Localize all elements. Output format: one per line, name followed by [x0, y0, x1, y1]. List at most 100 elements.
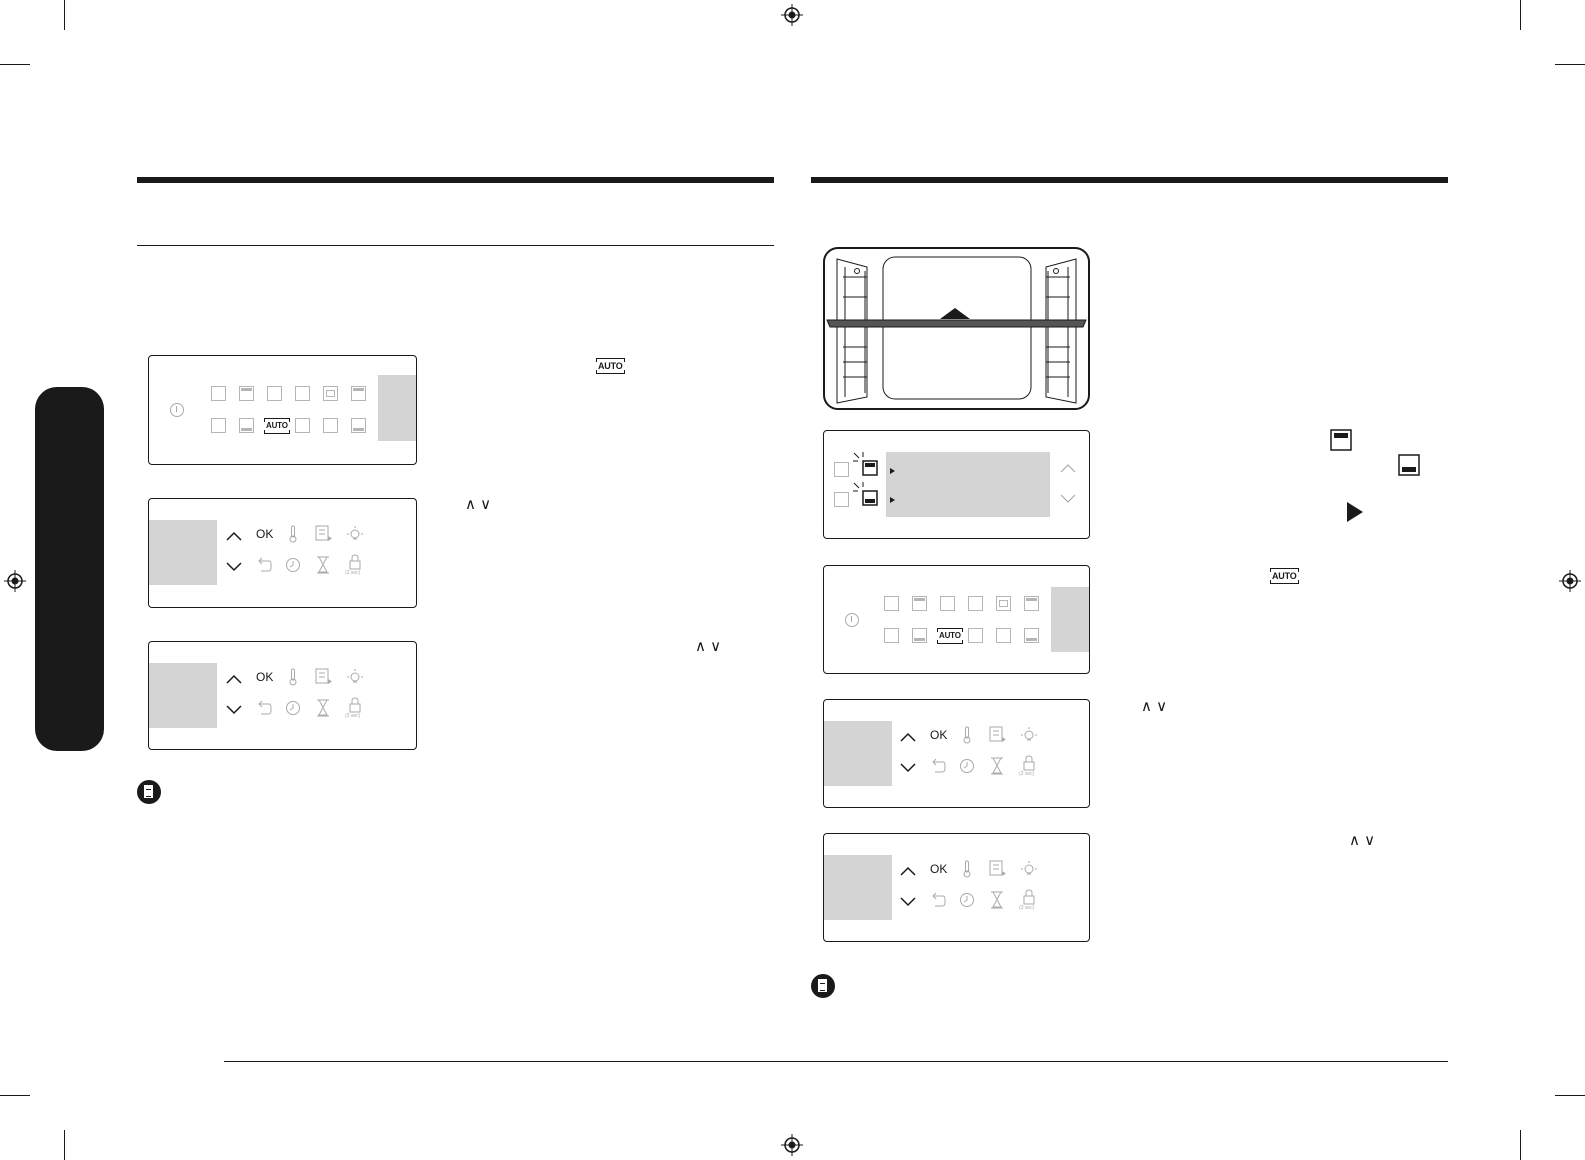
mode-recipe-icon[interactable] — [295, 418, 310, 433]
hourglass-icon[interactable] — [316, 699, 330, 717]
registration-mark — [781, 4, 803, 26]
mode-eco-icon[interactable] — [884, 628, 899, 643]
mode-fan-icon[interactable] — [884, 596, 899, 611]
mode-icon — [834, 462, 849, 477]
up-arrow-icon[interactable] — [226, 531, 242, 541]
clock-icon[interactable] — [285, 700, 301, 716]
play-indicator-icon — [890, 468, 895, 474]
light-icon[interactable] — [1020, 860, 1038, 878]
arrow-keys-hint: ∧ ∨ — [465, 496, 492, 513]
power-icon[interactable] — [170, 403, 184, 417]
cavity-selection-panel — [823, 430, 1090, 539]
mode-pizza-icon[interactable] — [968, 596, 983, 611]
mode-icon — [834, 492, 849, 507]
play-indicator-icon — [890, 497, 895, 503]
crop-mark — [64, 1130, 65, 1160]
down-arrow-icon[interactable] — [226, 562, 242, 572]
left-subheader-rule — [137, 245, 774, 246]
hourglass-icon[interactable] — [990, 757, 1004, 775]
timer-program-icon[interactable] — [315, 525, 333, 543]
section-side-tab — [35, 387, 104, 751]
crop-mark — [0, 64, 30, 65]
lower-oven-icon[interactable] — [853, 482, 879, 506]
clock-icon[interactable] — [959, 758, 975, 774]
lock-caption: (3 sec) — [345, 570, 361, 576]
power-icon[interactable] — [845, 613, 859, 627]
light-icon[interactable] — [1020, 726, 1038, 744]
hourglass-icon[interactable] — [990, 891, 1004, 909]
lower-oven-icon — [1398, 454, 1420, 476]
lock-caption: (3 sec) — [345, 713, 361, 719]
up-arrow-icon[interactable] — [900, 732, 916, 742]
back-icon[interactable] — [930, 892, 946, 908]
up-arrow-icon[interactable] — [1060, 463, 1076, 473]
mode-conventional-icon[interactable] — [996, 596, 1011, 611]
arrow-keys-hint: ∧ ∨ — [695, 638, 722, 655]
mode-upper-icon[interactable] — [1024, 596, 1039, 611]
mode-fan-icon[interactable] — [211, 386, 226, 401]
mode-top-heat-icon[interactable] — [912, 596, 927, 611]
mode-lower-icon[interactable] — [351, 418, 366, 433]
hourglass-icon[interactable] — [316, 556, 330, 574]
ok-button[interactable]: OK — [930, 862, 948, 876]
up-arrow-icon[interactable] — [900, 866, 916, 876]
display-area — [1051, 587, 1089, 652]
down-arrow-icon[interactable] — [1060, 494, 1076, 504]
mode-defrost-icon[interactable] — [323, 418, 338, 433]
control-panel: OK (3 sec) — [148, 641, 417, 750]
light-icon[interactable] — [346, 525, 364, 543]
lock-icon[interactable] — [348, 697, 362, 713]
ok-button[interactable]: OK — [930, 728, 948, 742]
back-icon[interactable] — [256, 557, 272, 573]
lock-icon[interactable] — [348, 554, 362, 570]
control-panel: OK (3 sec) — [823, 699, 1090, 808]
timer-program-icon[interactable] — [315, 668, 333, 686]
upper-oven-icon[interactable] — [853, 452, 879, 476]
timer-program-icon[interactable] — [989, 860, 1007, 878]
mode-pizza-icon[interactable] — [295, 386, 310, 401]
mode-recipe-icon[interactable] — [968, 628, 983, 643]
ok-button[interactable]: OK — [256, 670, 274, 684]
lock-icon[interactable] — [1022, 889, 1036, 905]
note-icon — [811, 974, 835, 998]
auto-icon[interactable]: AUTO — [264, 418, 290, 434]
timer-program-icon[interactable] — [989, 726, 1007, 744]
mode-eco-icon[interactable] — [211, 418, 226, 433]
mode-upper-icon[interactable] — [351, 386, 366, 401]
registration-mark — [781, 1134, 803, 1156]
thermometer-icon[interactable] — [963, 726, 971, 744]
play-icon — [1347, 502, 1363, 522]
mode-conventional-icon[interactable] — [323, 386, 338, 401]
back-icon[interactable] — [256, 700, 272, 716]
display-area — [886, 452, 1050, 517]
lock-icon[interactable] — [1022, 755, 1036, 771]
light-icon[interactable] — [346, 668, 364, 686]
mode-fan-grill-icon[interactable] — [267, 386, 282, 401]
control-panel: OK (3 sec) — [823, 833, 1090, 942]
crop-mark — [1555, 64, 1585, 65]
down-arrow-icon[interactable] — [900, 763, 916, 773]
thermometer-icon[interactable] — [289, 668, 297, 686]
down-arrow-icon[interactable] — [226, 705, 242, 715]
clock-icon[interactable] — [959, 892, 975, 908]
thermometer-icon[interactable] — [963, 860, 971, 878]
ok-button[interactable]: OK — [256, 527, 274, 541]
display-area — [824, 855, 892, 920]
control-panel: OK (3 sec) — [148, 498, 417, 608]
mode-bottom-heat-icon[interactable] — [239, 418, 254, 433]
back-icon[interactable] — [930, 758, 946, 774]
mode-lower-icon[interactable] — [1024, 628, 1039, 643]
crop-mark — [1520, 1130, 1521, 1160]
clock-icon[interactable] — [285, 557, 301, 573]
down-arrow-icon[interactable] — [900, 897, 916, 907]
crop-mark — [0, 1095, 30, 1096]
mode-top-heat-icon[interactable] — [239, 386, 254, 401]
display-area — [378, 375, 416, 441]
mode-defrost-icon[interactable] — [996, 628, 1011, 643]
mode-bottom-heat-icon[interactable] — [912, 628, 927, 643]
auto-icon[interactable]: AUTO — [937, 628, 963, 644]
thermometer-icon[interactable] — [289, 525, 297, 543]
crop-mark — [1520, 0, 1521, 30]
up-arrow-icon[interactable] — [226, 674, 242, 684]
mode-fan-grill-icon[interactable] — [940, 596, 955, 611]
